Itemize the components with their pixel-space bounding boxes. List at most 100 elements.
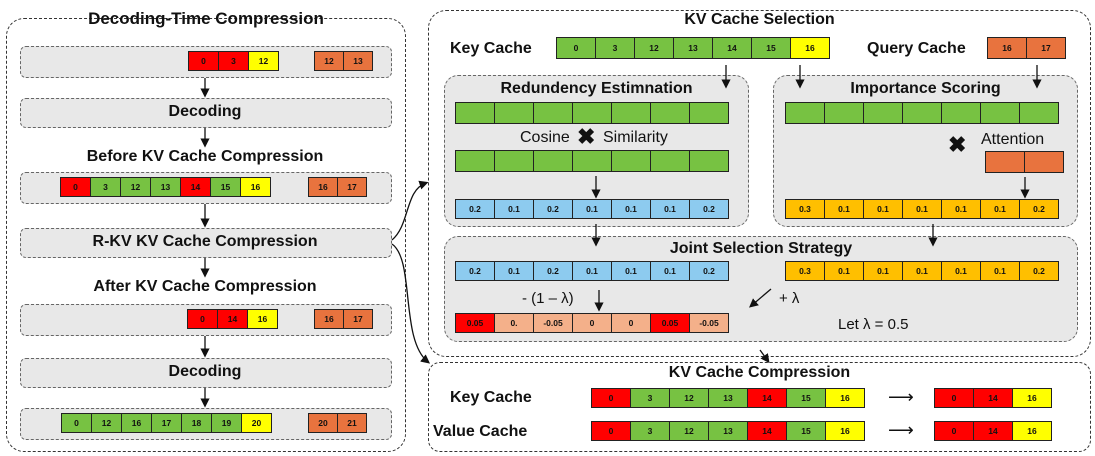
branch-arrow-down — [391, 243, 431, 364]
cache-cell: 0.1 — [863, 261, 903, 281]
cache-cell: 16 — [314, 309, 344, 329]
key-vector-cell — [689, 102, 729, 124]
selection-to-compression-arrow — [759, 349, 770, 364]
cache-cell: 16 — [825, 421, 865, 441]
cache-cell: 0 — [188, 51, 219, 71]
decoding-time-title: Decoding-Time Compression — [88, 9, 324, 28]
rkv-compression-step — [20, 228, 392, 258]
cache-cell: -0.05 — [689, 313, 729, 333]
minus-weight-label: - (1 – λ) — [522, 290, 574, 307]
cache-cell: 0.2 — [1019, 261, 1059, 281]
cache-cell: 12 — [669, 388, 709, 408]
plus-weight-label: + λ — [779, 290, 800, 307]
decoding-step-2-label: Decoding — [168, 363, 242, 380]
cache-cell: 0.1 — [494, 199, 534, 219]
arrow-right-icon: ⟶ — [888, 420, 914, 440]
cache-cell: 12 — [248, 51, 279, 71]
decoding-time-panel — [6, 18, 406, 452]
decoding-step-1 — [20, 98, 392, 128]
key-vector-cell — [689, 150, 729, 172]
kv-selection-title: KV Cache Selection — [684, 11, 835, 28]
cache-cell: 16 — [247, 309, 278, 329]
compression-value-label: Value Cache — [433, 423, 528, 440]
cache-cell: 0.1 — [611, 199, 651, 219]
branch-arrow-up — [391, 180, 429, 241]
redundancy-title: Redundency Estimnation — [500, 80, 693, 97]
cache-cell: 0.1 — [650, 261, 690, 281]
arrow-right-icon: ⟶ — [888, 387, 914, 407]
kv-compression-title: KV Cache Compression — [668, 364, 851, 381]
cache-cell: 0.1 — [824, 261, 864, 281]
cache-cell: 13 — [673, 37, 713, 59]
cache-cell: 0 — [934, 421, 974, 441]
cache-cell: 16 — [1012, 421, 1052, 441]
multiply-icon: ✖ — [577, 124, 596, 149]
cache-cell: 21 — [337, 413, 367, 433]
cache-cell: 13 — [343, 51, 373, 71]
rkv-compression-label: R-KV KV Cache Compression — [92, 233, 318, 250]
after-compression-title: After KV Cache Compression — [93, 278, 317, 295]
cache-cell: 0 — [591, 421, 631, 441]
redundancy-keys-row-1 — [455, 102, 729, 124]
decoding-step-1-label: Decoding — [168, 103, 242, 120]
cache-cell: 17 — [343, 309, 373, 329]
importance-query-row — [985, 151, 1064, 173]
importance-keys-row — [785, 102, 1059, 124]
cache-cell: 0.1 — [941, 261, 981, 281]
cache-cell: 14 — [180, 177, 211, 197]
cache-cell: 17 — [1026, 37, 1066, 59]
cache-cell: 16 — [240, 177, 271, 197]
cache-cell: 0.2 — [455, 199, 495, 219]
attention-label: Attention — [981, 131, 1045, 148]
cache-cell: 14 — [973, 421, 1013, 441]
decoding-step-2 — [20, 358, 392, 388]
compression-key-label: Key Cache — [450, 389, 532, 406]
similarity-label: Similarity — [603, 129, 668, 146]
cache-cell: 13 — [708, 421, 748, 441]
cache-cell: 0 — [187, 309, 218, 329]
cache-cell: 0.05 — [455, 313, 495, 333]
cache-cell: 0.1 — [611, 261, 651, 281]
cosine-label: Cosine — [520, 129, 570, 146]
cache-cell: 3 — [90, 177, 121, 197]
before-compression-title: Before KV Cache Compression — [86, 148, 324, 165]
key-vector-cell — [1019, 102, 1059, 124]
cache-cell: 0.1 — [980, 199, 1020, 219]
redundancy-keys-row-2 — [455, 150, 729, 172]
cache-cell: 16 — [1012, 388, 1052, 408]
cache-cell: 0.2 — [689, 199, 729, 219]
cache-cell: 18 — [181, 413, 212, 433]
kv-compression-panel — [428, 362, 1091, 452]
kv-selection-panel — [428, 10, 1091, 357]
cache-cell: -0.05 — [533, 313, 573, 333]
cache-cell: 16 — [825, 388, 865, 408]
cache-cell: 0.2 — [689, 261, 729, 281]
cache-cell: 14 — [747, 421, 787, 441]
cache-cell: 16 — [790, 37, 830, 59]
lambda-label: Let λ = 0.5 — [838, 316, 909, 333]
multiply-icon: ✖ — [948, 132, 967, 157]
importance-to-result-arrow — [749, 288, 772, 308]
key-cache-label: Key Cache — [450, 40, 532, 57]
importance-title: Importance Scoring — [850, 80, 1001, 97]
query-vector-cell — [1024, 151, 1064, 173]
